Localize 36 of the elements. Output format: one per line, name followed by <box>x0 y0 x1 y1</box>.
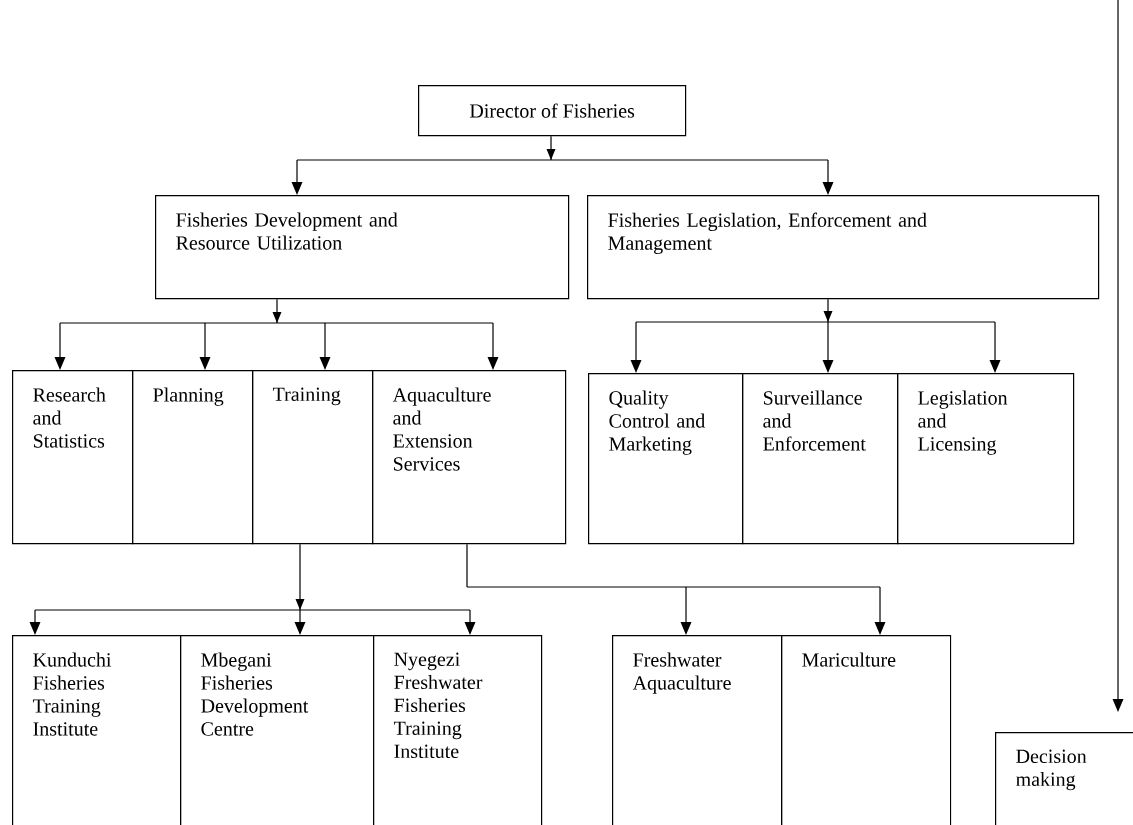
arrow <box>319 322 331 370</box>
arrow <box>1112 0 1124 712</box>
arrow <box>464 609 476 635</box>
connector-trunk <box>466 543 881 588</box>
arrow <box>54 322 66 370</box>
arrow <box>487 322 499 370</box>
connector-trunk <box>296 135 829 161</box>
arrow <box>822 321 834 373</box>
org-box: Mbegani Fisheries Development Centre <box>180 635 375 825</box>
org-box: Mariculture <box>781 635 952 825</box>
org-box: Nyegezi Freshwater Fisheries Training Institute <box>373 635 543 825</box>
org-box: Legislation and Licensing <box>897 373 1075 545</box>
arrow <box>294 609 306 635</box>
org-box: Quality Control and Marketing <box>588 373 744 545</box>
connector-trunk <box>59 298 494 324</box>
connector-trunk <box>34 543 471 611</box>
arrow <box>291 159 303 195</box>
org-box: Kunduchi Fisheries Training Institute <box>12 635 182 825</box>
org-box: Fisheries Development and Resource Utilization <box>155 195 570 300</box>
org-box: Research and Statistics <box>12 370 134 545</box>
org-box: Fisheries Legislation, Enforcement and Management <box>587 195 1100 300</box>
arrow <box>29 609 41 635</box>
arrow <box>874 586 886 635</box>
org-box: Director of Fisheries <box>418 85 687 137</box>
arrow <box>822 159 834 195</box>
connector-trunk <box>635 298 996 323</box>
org-box: Surveillance and Enforcement <box>742 373 899 545</box>
arrow <box>989 321 1001 373</box>
arrow <box>680 586 692 635</box>
org-box: Planning <box>132 370 254 545</box>
org-box: Aquaculture and Extension Services <box>372 370 567 545</box>
org-box: Freshwater Aquaculture <box>612 635 783 825</box>
arrow <box>199 322 211 370</box>
org-box: Training <box>252 370 374 545</box>
org-box: Decision making <box>995 732 1133 825</box>
arrow <box>630 321 642 373</box>
